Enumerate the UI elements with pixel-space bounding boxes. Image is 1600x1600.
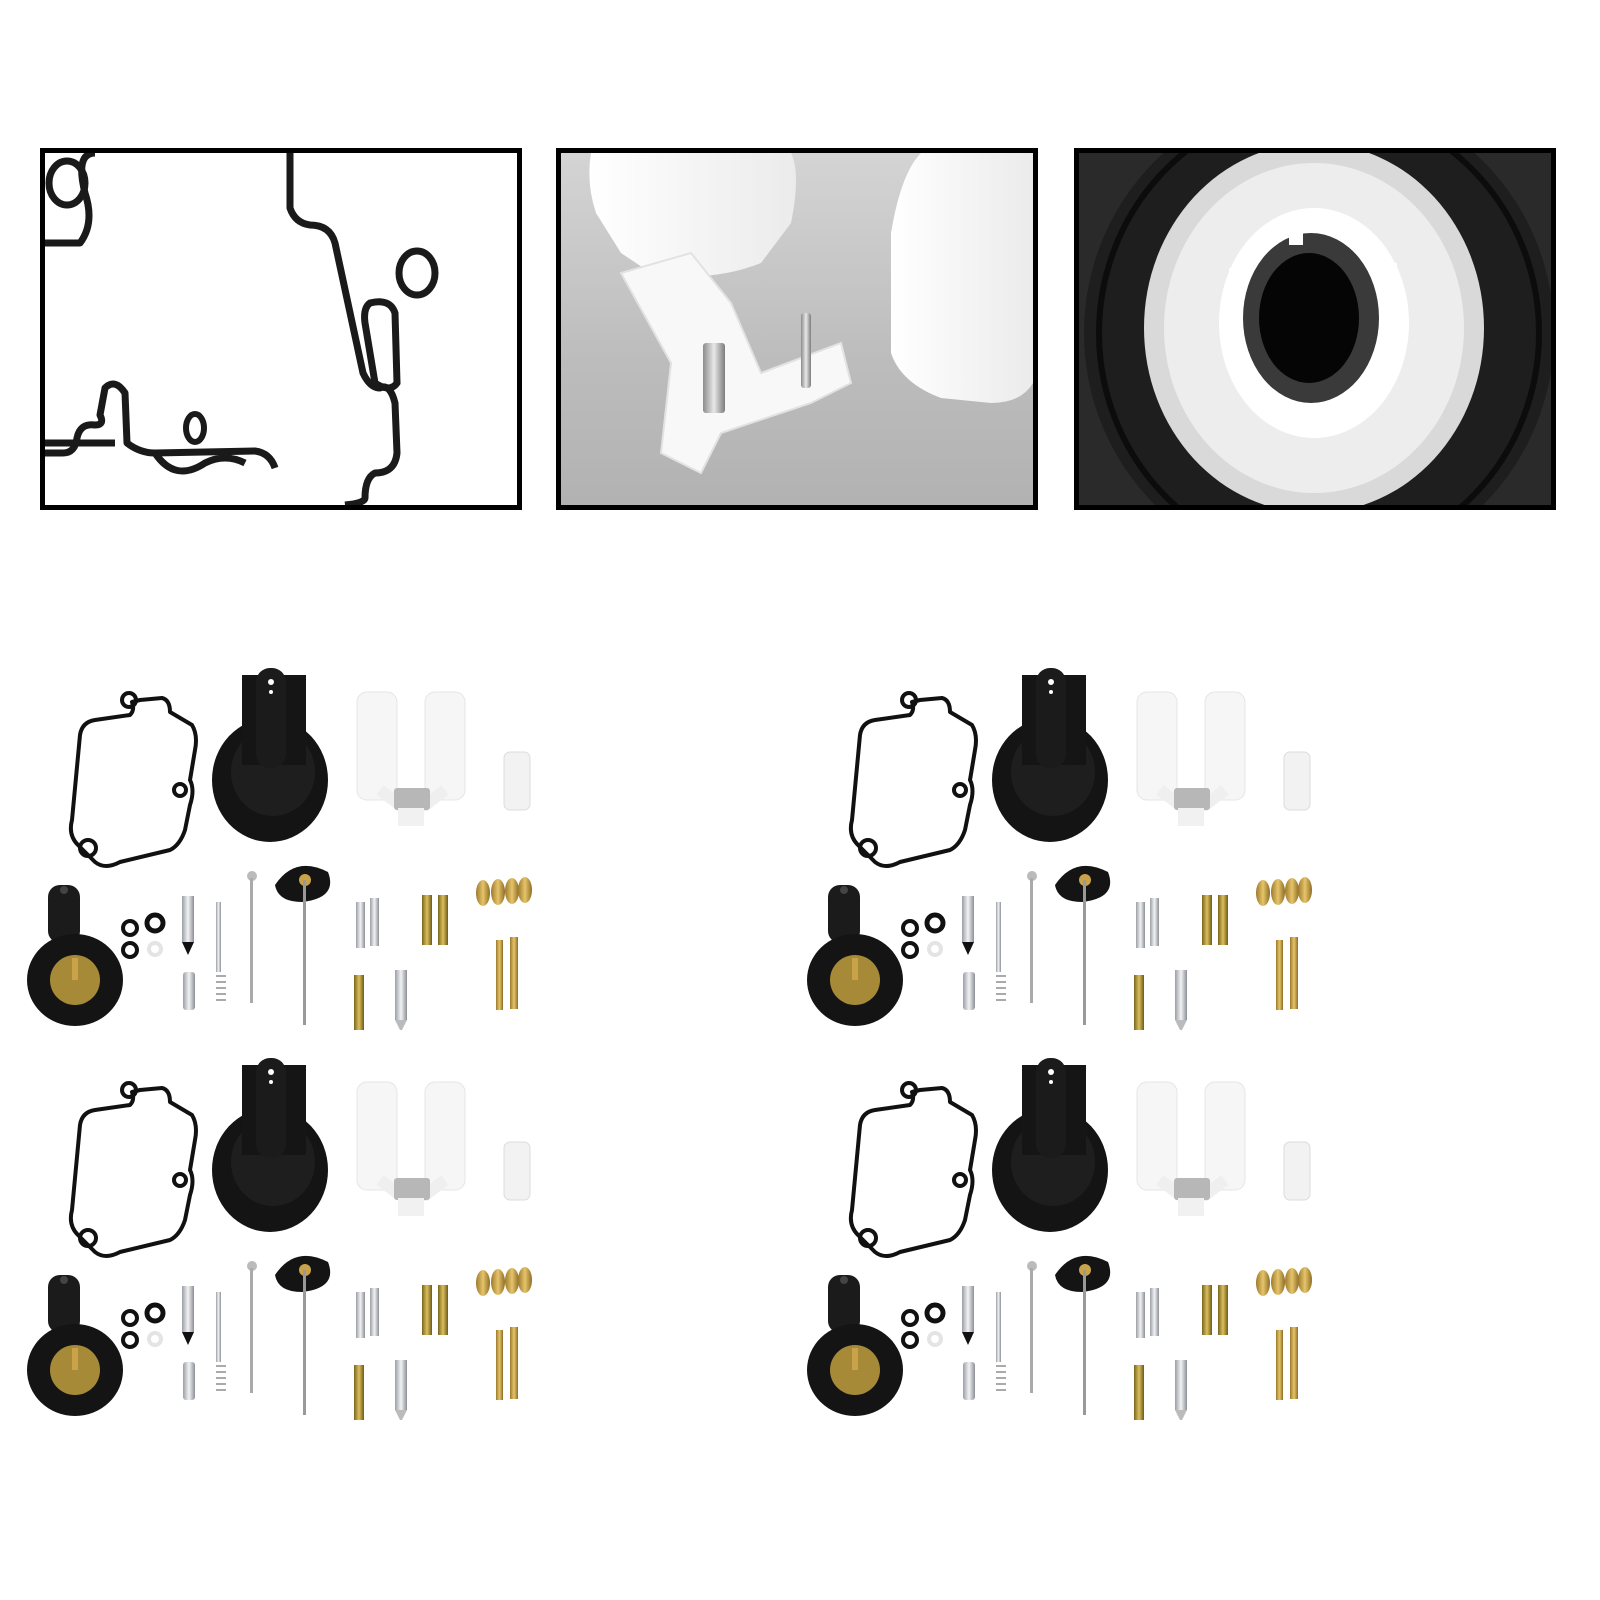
enrichment-plunger xyxy=(275,1255,331,1415)
accelerator-pump-diaphragm xyxy=(27,934,123,1026)
idle-adjust-screw xyxy=(1134,975,1144,1035)
accelerator-pump-diaphragm xyxy=(27,1324,123,1416)
o-rings xyxy=(901,912,946,959)
jet-needle xyxy=(1027,1261,1037,1393)
accelerator-pump-diaphragm xyxy=(807,1324,903,1416)
float-bowl-gasket xyxy=(848,691,978,868)
spring xyxy=(996,1365,1006,1391)
rubber-boot xyxy=(828,885,860,943)
silver-screws xyxy=(1136,1288,1159,1338)
air-screw xyxy=(395,970,407,1032)
float-pin xyxy=(996,1292,1001,1362)
needle-jet xyxy=(963,1362,975,1400)
spring xyxy=(996,975,1006,1001)
float-pin xyxy=(216,1292,221,1362)
detail-panel-float xyxy=(556,148,1038,510)
brass-screws xyxy=(1202,895,1228,945)
white-float xyxy=(1136,691,1246,826)
spring xyxy=(216,975,226,1001)
float-needle-valve xyxy=(182,896,194,955)
float-closeup-image xyxy=(589,153,1033,475)
slide-ring-closeup-image xyxy=(1084,153,1551,505)
detail-panel-slide-ring xyxy=(1074,148,1556,510)
float-pin-clip xyxy=(503,1141,531,1201)
jet-needle xyxy=(1027,871,1037,1003)
brass-jets xyxy=(1256,877,1312,906)
kit-top-left xyxy=(20,640,800,1035)
float-needle-valve xyxy=(962,896,974,955)
float-needle-valve xyxy=(182,1286,194,1345)
needle-jet xyxy=(963,972,975,1010)
float-bowl-gasket xyxy=(848,1081,978,1258)
carburetor-kit-image xyxy=(807,1058,1312,1425)
float-pin xyxy=(216,902,221,972)
rubber-boot xyxy=(48,1275,80,1333)
float-pin-clip xyxy=(1283,751,1311,811)
brass-jets xyxy=(1256,1267,1312,1296)
float-bowl-gasket xyxy=(68,691,198,868)
white-float xyxy=(356,691,466,826)
pilot-jets xyxy=(1276,937,1298,1010)
enrichment-plunger xyxy=(1055,865,1111,1025)
o-rings xyxy=(121,912,166,959)
idle-adjust-screw xyxy=(354,975,364,1035)
carburetor-kit-image xyxy=(27,668,532,1035)
white-float xyxy=(356,1081,466,1216)
detail-panel-gasket xyxy=(40,148,522,510)
float-pin-clip xyxy=(503,751,531,811)
silver-screws xyxy=(1136,898,1159,948)
brass-screws xyxy=(422,895,448,945)
float-needle-valve xyxy=(962,1286,974,1345)
white-float xyxy=(1136,1081,1246,1216)
pilot-jets xyxy=(496,937,518,1010)
float-pin-clip xyxy=(1283,1141,1311,1201)
vacuum-slide-diaphragm xyxy=(992,668,1108,842)
pilot-jets xyxy=(496,1327,518,1400)
air-screw xyxy=(1175,1360,1187,1422)
jet-needle xyxy=(247,1261,257,1393)
kit-bottom-right xyxy=(800,1030,1580,1425)
idle-adjust-screw xyxy=(354,1365,364,1425)
enrichment-plunger xyxy=(275,865,331,1025)
gasket-closeup-image xyxy=(45,153,439,505)
brass-jets xyxy=(476,1267,532,1296)
kit-bottom-left xyxy=(20,1030,800,1425)
enrichment-plunger xyxy=(1055,1255,1111,1415)
o-rings xyxy=(901,1302,946,1349)
kit-top-right xyxy=(800,640,1580,1035)
float-bowl-gasket xyxy=(68,1081,198,1258)
idle-adjust-screw xyxy=(1134,1365,1144,1425)
vacuum-slide-diaphragm xyxy=(212,668,328,842)
rubber-boot xyxy=(828,1275,860,1333)
spring xyxy=(216,1365,226,1391)
jet-needle xyxy=(247,871,257,1003)
pilot-jets xyxy=(1276,1327,1298,1400)
o-rings xyxy=(121,1302,166,1349)
air-screw xyxy=(395,1360,407,1422)
brass-screws xyxy=(422,1285,448,1335)
carburetor-kit-image xyxy=(807,668,1312,1035)
air-screw xyxy=(1175,970,1187,1032)
silver-screws xyxy=(356,898,379,948)
rubber-boot xyxy=(48,885,80,943)
silver-screws xyxy=(356,1288,379,1338)
vacuum-slide-diaphragm xyxy=(212,1058,328,1232)
vacuum-slide-diaphragm xyxy=(992,1058,1108,1232)
brass-jets xyxy=(476,877,532,906)
accelerator-pump-diaphragm xyxy=(807,934,903,1026)
needle-jet xyxy=(183,972,195,1010)
float-pin xyxy=(996,902,1001,972)
carburetor-kit-image xyxy=(27,1058,532,1425)
brass-screws xyxy=(1202,1285,1228,1335)
needle-jet xyxy=(183,1362,195,1400)
